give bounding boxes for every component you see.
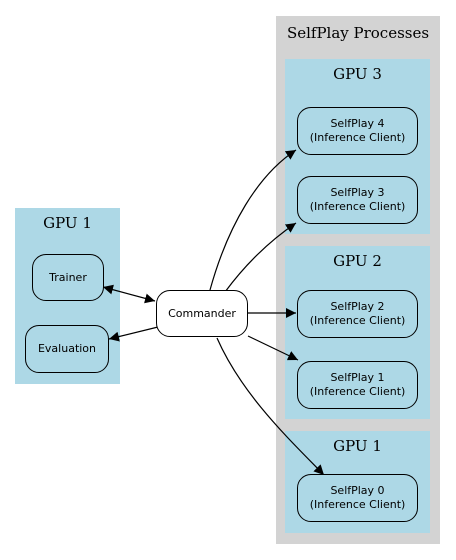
selfplay2-node[interactable]: SelfPlay 2 (Inference Client) (297, 290, 418, 338)
selfplay0-line1: SelfPlay 0 (330, 484, 385, 497)
selfplay0-line2: (Inference Client) (309, 498, 406, 511)
edge-commander-selfplay0 (216, 337, 325, 476)
gpu1-left-title: GPU 1 (43, 214, 92, 232)
selfplay2-line1: SelfPlay 2 (330, 300, 385, 313)
selfplay4-node[interactable]: SelfPlay 4 (Inference Client) (297, 107, 418, 155)
commander-label: Commander (168, 306, 236, 320)
edge-commander-trainer (102, 284, 156, 304)
selfplay2-line2: (Inference Client) (309, 314, 406, 327)
selfplay3-line2: (Inference Client) (309, 200, 406, 213)
evaluation-label: Evaluation (37, 342, 97, 355)
selfplay1-node[interactable]: SelfPlay 1 (Inference Client) (297, 361, 418, 409)
edge-commander-selfplay4 (209, 149, 297, 291)
trainer-node[interactable]: Trainer (32, 254, 104, 301)
selfplay1-line2: (Inference Client) (309, 385, 406, 398)
evaluation-node[interactable]: Evaluation (25, 325, 109, 373)
selfplay1-line1: SelfPlay 1 (330, 371, 385, 384)
selfplay3-node[interactable]: SelfPlay 3 (Inference Client) (297, 176, 418, 224)
selfplay4-line1: SelfPlay 4 (330, 117, 385, 130)
selfplay4-line2: (Inference Client) (309, 131, 406, 144)
selfplay-processes-title: SelfPlay Processes (286, 24, 430, 42)
selfplay3-line1: SelfPlay 3 (330, 186, 385, 199)
trainer-label: Trainer (49, 270, 87, 284)
edge-commander-selfplay1 (247, 335, 299, 361)
edge-commander-evaluation (108, 326, 159, 342)
commander-node[interactable]: Commander (156, 290, 248, 337)
edge-commander-selfplay3 (224, 222, 297, 293)
gpu1-right-title: GPU 1 (333, 437, 382, 455)
gpu3-title: GPU 3 (333, 65, 382, 83)
gpu2-title: GPU 2 (333, 252, 382, 270)
selfplay0-node[interactable]: SelfPlay 0 (Inference Client) (297, 474, 418, 522)
